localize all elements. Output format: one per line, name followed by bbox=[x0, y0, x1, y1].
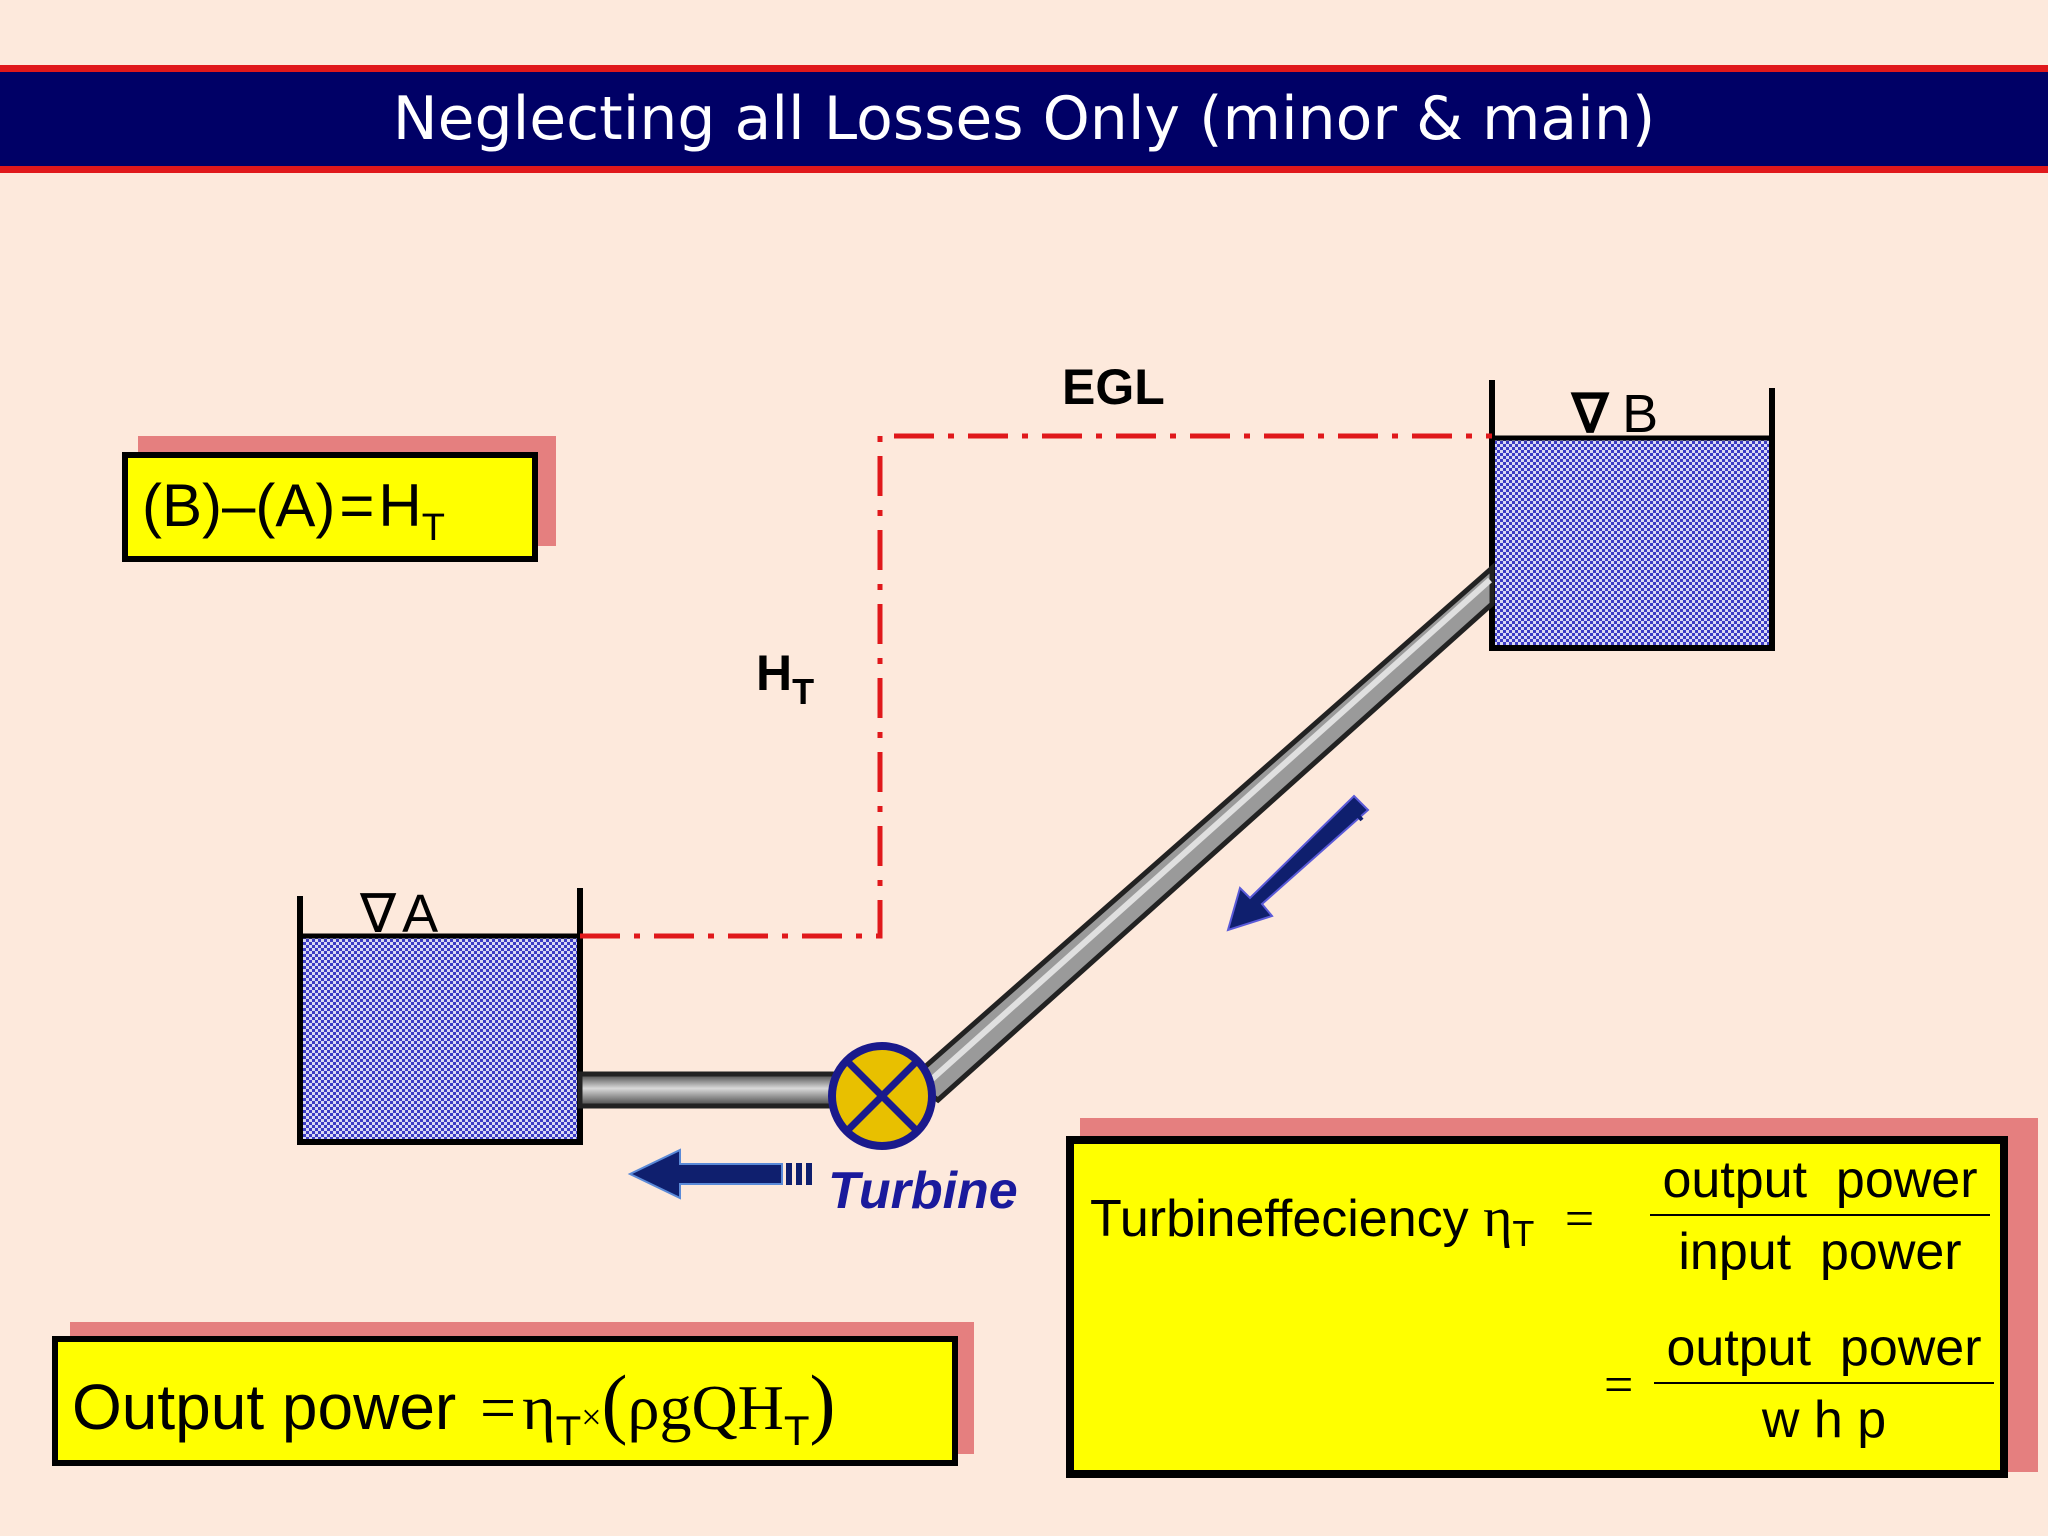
equation-efficiency-box: Turbineffeciency ηT = output power input… bbox=[1066, 1136, 2008, 1478]
fraction-1: output power input power bbox=[1650, 1154, 1990, 1278]
turbine-label: Turbine bbox=[828, 1162, 1018, 1220]
fraction-2: output power w h p bbox=[1654, 1322, 1994, 1446]
fraction-1-denominator: input power bbox=[1678, 1223, 1962, 1281]
pipe-horizontal bbox=[577, 1071, 843, 1109]
efficiency-lhs: Turbineffeciency ηT = bbox=[1090, 1187, 1595, 1254]
fraction-1-numerator: output power bbox=[1662, 1151, 1978, 1209]
slide-title: Neglecting all Losses Only (minor & main… bbox=[392, 84, 1656, 154]
title-bar: Neglecting all Losses Only (minor & main… bbox=[0, 65, 2048, 173]
reservoir-a-label: ∇A bbox=[359, 884, 438, 944]
reservoir-a-walls bbox=[297, 888, 583, 1145]
fraction-2-denominator: w h p bbox=[1761, 1391, 1887, 1449]
equals-2: = bbox=[1604, 1357, 1634, 1414]
reservoir-a-water bbox=[300, 936, 580, 1142]
equation-output: Output power =ηT×(ρgQHT) bbox=[72, 1359, 836, 1454]
triangle-down-icon: ∇ bbox=[1570, 384, 1610, 444]
triangle-down-icon: ∇ bbox=[359, 884, 397, 944]
egl-label: EGL bbox=[1062, 359, 1165, 415]
flow-arrow-horizontal-icon bbox=[627, 1148, 812, 1200]
egl-line bbox=[580, 433, 1492, 939]
equation-output-box: Output power =ηT×(ρgQHT) bbox=[52, 1336, 958, 1466]
fraction-2-bar bbox=[1654, 1382, 1994, 1384]
reservoir-b-label: ∇B bbox=[1570, 384, 1658, 444]
ht-label: HT bbox=[756, 645, 814, 712]
reservoir-b bbox=[1489, 380, 1775, 651]
reservoir-b-water bbox=[1492, 438, 1772, 646]
turbine-icon bbox=[828, 1042, 936, 1150]
reservoir-a bbox=[297, 888, 583, 1145]
flow-arrow-inclined-icon bbox=[1226, 794, 1370, 932]
reservoir-b-walls bbox=[1489, 380, 1775, 651]
equation-head: (B)–(A)=HT bbox=[142, 472, 445, 549]
pipe bbox=[577, 562, 1495, 1109]
fraction-1-bar bbox=[1650, 1214, 1990, 1216]
equation-head-box: (B)–(A)=HT bbox=[122, 452, 538, 562]
fraction-2-numerator: output power bbox=[1666, 1319, 1982, 1377]
